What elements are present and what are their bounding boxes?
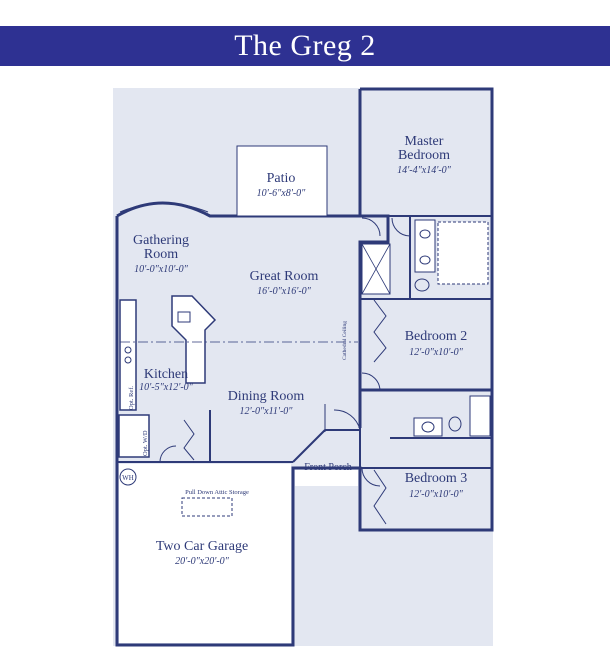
master-dims: 14'-4"x14'-0" — [397, 165, 452, 176]
garage-dims: 20'-0"x20'-0" — [175, 556, 230, 567]
bedroom2-name: Bedroom 2 — [405, 329, 468, 344]
attic-label: Pull Down Attic Storage — [185, 489, 249, 496]
interior-walls — [117, 215, 492, 469]
attic-hatch — [181, 497, 233, 517]
great-room-dims: 16'-0"x16'-0" — [257, 286, 312, 297]
kitchen-dims: 10'-5"x12'-0" — [139, 382, 194, 393]
bedroom3-name: Bedroom 3 — [405, 471, 468, 486]
master-bath-fixtures — [361, 219, 489, 295]
master-name-2: Bedroom — [398, 148, 450, 163]
gathering-name-2: Room — [144, 247, 178, 262]
kitchen-name: Kitchen — [144, 367, 188, 382]
patio-slab — [236, 145, 328, 217]
great-room-name: Great Room — [250, 269, 319, 284]
garage-slab — [119, 464, 291, 643]
hall-bath-fixtures — [413, 395, 491, 437]
dining-name: Dining Room — [228, 389, 305, 404]
water-heater — [119, 468, 137, 486]
room-labels: Patio 10'-6"x8'-0" Master Bedroom 14'-4"… — [122, 134, 467, 567]
master-name-1: Master — [405, 134, 444, 149]
gathering-dims: 10'-0"x10'-0" — [134, 264, 189, 275]
doors — [159, 217, 411, 525]
bay-window — [119, 202, 209, 213]
plan-title: The Greg 2 — [234, 29, 376, 62]
bedroom2-dims: 12'-0"x10'-0" — [409, 347, 464, 358]
bedroom3-dims: 12'-0"x10'-0" — [409, 489, 464, 500]
patio-dims: 10'-6"x8'-0" — [257, 188, 307, 199]
porch-slab — [295, 470, 358, 486]
garage-name: Two Car Garage — [156, 539, 248, 554]
cathedral-ceiling-label: Cathedral Ceiling — [342, 321, 348, 360]
opt-ref-label: Opt. Ref. — [128, 386, 135, 410]
gathering-name-1: Gathering — [133, 233, 189, 248]
opt-wd-label: Opt. W/D — [142, 430, 149, 456]
patio-name: Patio — [267, 171, 296, 186]
front-porch-label: Front Porch — [304, 462, 352, 473]
dining-dims: 12'-0"x11'-0" — [239, 406, 293, 417]
kitchen-counters — [118, 295, 217, 458]
title-banner: The Greg 2 — [0, 26, 610, 66]
water-heater-label: WH — [122, 474, 134, 482]
